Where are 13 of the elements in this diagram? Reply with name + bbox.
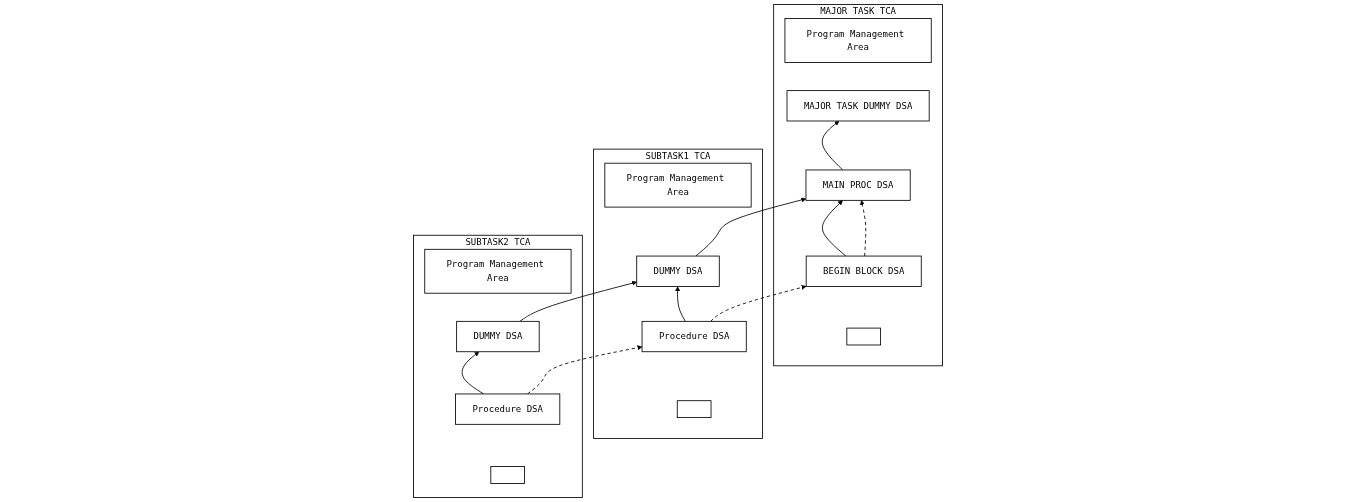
node-box: Program Management Area [604, 162, 752, 208]
node-box [676, 400, 712, 418]
node-box: Procedure DSA [455, 393, 561, 425]
node-box [490, 466, 525, 484]
node-box: DUMMY DSA [636, 255, 720, 287]
node-box: MAJOR TASK DUMMY DSA [786, 90, 930, 122]
node-box: Procedure DSA [641, 320, 747, 353]
node-box: DUMMY DSA [456, 320, 540, 353]
node-box: Program Management Area [424, 248, 572, 294]
node-box: MAIN PROC DSA [805, 169, 911, 201]
node-box: BEGIN BLOCK DSA [805, 255, 922, 287]
node-box [846, 327, 881, 346]
node-box: Program Management Area [784, 18, 932, 63]
